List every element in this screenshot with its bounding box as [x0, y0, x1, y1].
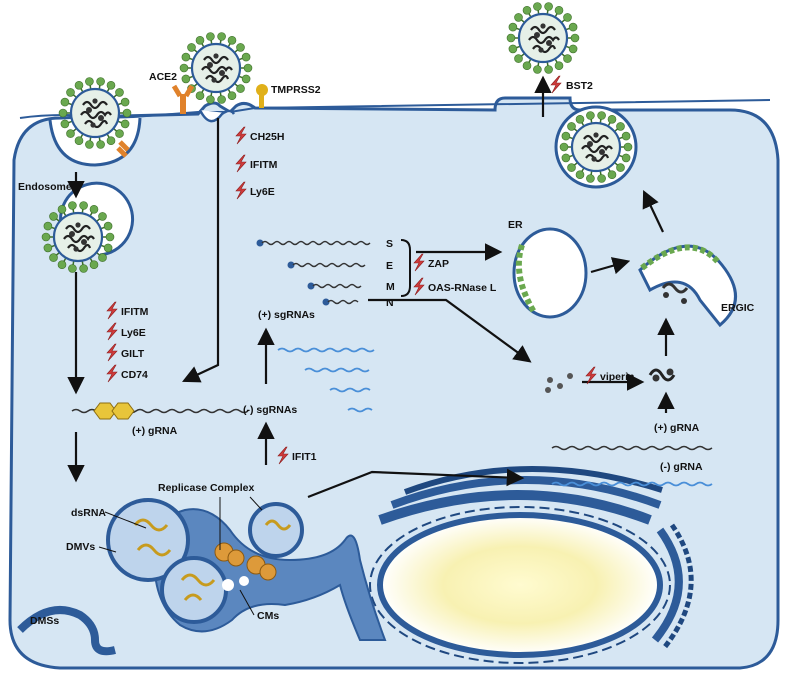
ergic-label: ERGIC	[721, 302, 755, 314]
pathway-arrows	[67, 75, 675, 499]
nucleocapsid	[648, 368, 676, 382]
factor-ch25h: CH25H	[250, 131, 284, 143]
plus-sgrna-label: (+) sgRNAs	[258, 309, 315, 321]
endocytic-pit	[48, 117, 142, 167]
nucleus	[369, 466, 694, 664]
ace2-label: ACE2	[149, 71, 177, 83]
factor-zap: ZAP	[428, 258, 449, 270]
factor-gilt: GILT	[121, 348, 145, 360]
sgrna-bracket	[400, 239, 411, 297]
gene-e-label: E	[386, 260, 393, 272]
endosome	[40, 181, 135, 274]
plus-grna-right-label: (+) gRNA	[654, 422, 700, 434]
factor-cd74: CD74	[121, 369, 148, 381]
tmprss2-label: TMPRSS2	[271, 84, 321, 96]
tmprss2-protease	[256, 84, 268, 108]
dsrna-label: dsRNA	[71, 507, 106, 519]
factor-oas-rnase-l: OAS-RNase L	[428, 282, 497, 294]
minus-sgrna-label: (-) sgRNAs	[243, 404, 297, 416]
gene-s-label: S	[386, 238, 393, 250]
cms-label: CMs	[257, 610, 279, 622]
gene-m-label: M	[386, 281, 395, 293]
er-label: ER	[508, 219, 523, 231]
n-protein-dots	[545, 373, 573, 393]
factor-viperin: viperin	[600, 371, 634, 383]
sgrna-plus-strands	[256, 239, 371, 306]
bst2-label: BST2	[566, 80, 593, 92]
ace2-receptor	[171, 84, 195, 114]
dmvs-label: DMVs	[66, 541, 95, 553]
dmss-label: DMSs	[30, 615, 59, 627]
lightning-bst2	[550, 75, 562, 94]
factor-ifitm-entry: IFITM	[250, 159, 278, 171]
gene-n-label: N	[386, 297, 394, 309]
minus-grna-label: (-) gRNA	[660, 461, 703, 473]
replication-organelles	[17, 498, 387, 656]
genomic-rna-right	[551, 445, 713, 487]
endosome-label: Endosome	[18, 181, 72, 193]
er-vesicle	[512, 227, 588, 319]
leader-lines	[98, 496, 263, 616]
virion-released	[505, 1, 581, 75]
endosome-receptor	[116, 140, 130, 158]
genomic-rna-left	[71, 402, 249, 420]
plus-grna-label: (+) gRNA	[132, 425, 178, 437]
replicase-label: Replicase Complex	[158, 482, 254, 494]
sgrna-minus-strands	[277, 347, 375, 413]
factor-ly6e-entry: Ly6E	[250, 186, 275, 198]
ergic-compartment	[638, 244, 737, 328]
factor-ly6e-endo: Ly6E	[121, 327, 146, 339]
virion-in-vesicle	[554, 105, 638, 189]
factor-ifitm-endo: IFITM	[121, 306, 149, 318]
factor-ifit1: IFIT1	[292, 451, 317, 463]
